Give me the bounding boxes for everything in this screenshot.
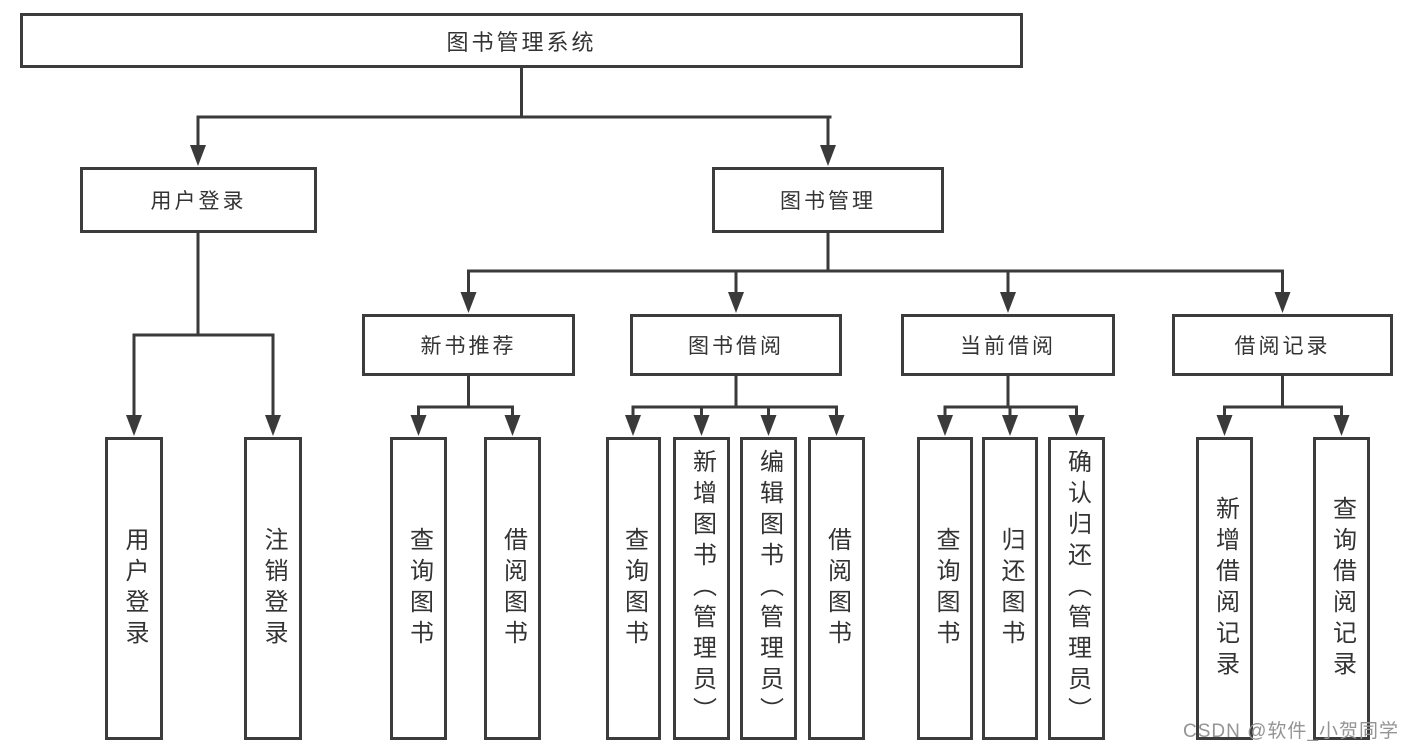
node-borrowing-records-label: 借阅记录 <box>1234 335 1331 358</box>
leaf-return-books: 归还图书 <box>982 437 1038 740</box>
leaf-borrow-books-recommendation-label: 借阅图书 <box>499 526 527 651</box>
leaf-add-borrow-record: 新增借阅记录 <box>1196 437 1253 740</box>
leaf-user-login-label: 用户登录 <box>121 526 148 651</box>
node-book-management: 图书管理 <box>712 167 944 233</box>
leaf-borrow-books-borrowing: 借阅图书 <box>808 437 865 740</box>
node-book-borrowing-label: 图书借阅 <box>688 335 784 358</box>
node-library-system: 图书管理系统 <box>20 13 1023 68</box>
node-current-borrowing: 当前借阅 <box>901 314 1115 376</box>
leaf-query-books-recommendation: 查询图书 <box>390 437 447 740</box>
node-book-borrowing: 图书借阅 <box>630 314 842 376</box>
node-user-login: 用户登录 <box>80 167 317 233</box>
leaf-add-books-admin: 新增图书（管理员） <box>673 437 730 740</box>
watermark: CSDN @软件_小贺同学 <box>1183 721 1399 742</box>
node-user-login-label: 用户登录 <box>150 190 247 213</box>
leaf-query-borrow-record-label: 查询借阅记录 <box>1328 495 1356 682</box>
node-borrowing-records: 借阅记录 <box>1172 314 1393 376</box>
leaf-confirm-return-admin: 确认归还（管理员） <box>1048 437 1105 740</box>
leaf-edit-books-admin: 编辑图书（管理员） <box>740 437 797 740</box>
leaf-query-books-borrowing-label: 查询图书 <box>620 526 648 651</box>
leaf-confirm-return-admin-label: 确认归还（管理员） <box>1063 449 1091 728</box>
leaf-user-login: 用户登录 <box>105 437 163 740</box>
leaf-add-books-admin-label: 新增图书（管理员） <box>688 449 716 728</box>
leaf-query-books-current: 查询图书 <box>917 437 973 740</box>
leaf-borrow-books-borrowing-label: 借阅图书 <box>823 526 851 651</box>
leaf-query-books-current-label: 查询图书 <box>932 526 959 651</box>
leaf-query-books-recommendation-label: 查询图书 <box>405 526 433 651</box>
leaf-query-books-borrowing: 查询图书 <box>606 437 661 740</box>
leaf-logout-login: 注销登录 <box>244 437 302 740</box>
node-new-book-recommendation: 新书推荐 <box>362 314 575 376</box>
node-book-management-label: 图书管理 <box>780 190 876 213</box>
leaf-edit-books-admin-label: 编辑图书（管理员） <box>755 449 783 728</box>
node-current-borrowing-label: 当前借阅 <box>960 335 1056 358</box>
leaf-borrow-books-recommendation: 借阅图书 <box>484 437 541 740</box>
leaf-return-books-label: 归还图书 <box>997 526 1024 651</box>
leaf-logout-login-label: 注销登录 <box>260 526 287 651</box>
node-library-system-label: 图书管理系统 <box>446 29 597 55</box>
leaf-query-borrow-record: 查询借阅记录 <box>1313 437 1370 740</box>
node-new-book-recommendation-label: 新书推荐 <box>420 335 517 358</box>
leaf-add-borrow-record-label: 新增借阅记录 <box>1211 495 1239 682</box>
